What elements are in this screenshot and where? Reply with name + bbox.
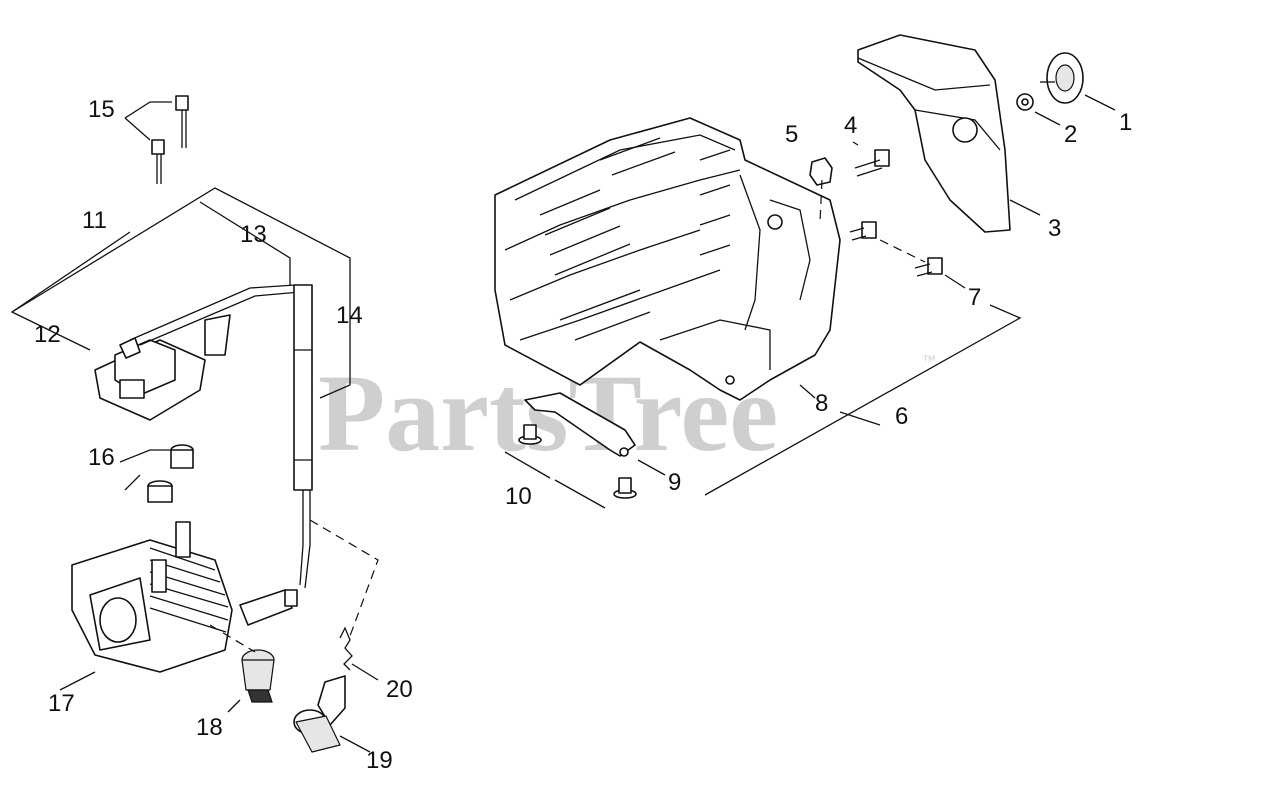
bolt-part-4[interactable] xyxy=(852,141,890,177)
callout-16[interactable]: 16 xyxy=(88,444,115,471)
washer-part-2[interactable] xyxy=(1016,93,1061,126)
callout-17[interactable]: 17 xyxy=(48,690,75,717)
callout-2[interactable]: 2 xyxy=(1064,121,1077,148)
guard-part-8[interactable] xyxy=(494,117,841,401)
callout-11[interactable]: 11 xyxy=(82,207,107,234)
cover-assembly xyxy=(494,34,1116,509)
callout-5[interactable]: 5 xyxy=(785,121,798,148)
callout-20[interactable]: 20 xyxy=(386,676,413,703)
bracket-part-9[interactable] xyxy=(524,392,666,476)
plug-cap-part-19[interactable] xyxy=(293,675,371,753)
callout-3[interactable]: 3 xyxy=(1048,215,1061,242)
spring-part-20[interactable] xyxy=(309,519,379,681)
knob-part-1[interactable] xyxy=(1040,52,1116,111)
bolt-part-7[interactable] xyxy=(849,221,966,289)
ignition-coil-part-12[interactable] xyxy=(94,284,301,421)
spark-plug-lead-part-14[interactable] xyxy=(239,284,313,626)
spacer-part-16[interactable] xyxy=(119,444,194,503)
callout-7[interactable]: 7 xyxy=(968,284,981,311)
cover-part-3[interactable] xyxy=(857,34,1041,233)
callout-14[interactable]: 14 xyxy=(336,302,363,329)
callout-labels: 1 2 3 4 5 6 7 8 9 10 11 12 13 14 15 16 1… xyxy=(34,96,1132,774)
callout-9[interactable]: 9 xyxy=(668,469,681,496)
callout-19[interactable]: 19 xyxy=(366,747,393,774)
callout-12[interactable]: 12 xyxy=(34,321,61,348)
callout-13[interactable]: 13 xyxy=(240,221,267,248)
nut-part-5[interactable] xyxy=(809,157,833,223)
watermark-trademark: ™ xyxy=(922,352,936,368)
callout-6[interactable]: 6 xyxy=(895,403,908,430)
bolt-part-15[interactable] xyxy=(124,95,189,184)
callout-4[interactable]: 4 xyxy=(844,112,857,139)
spark-plug-part-18[interactable] xyxy=(209,624,275,713)
screw-part-10[interactable] xyxy=(504,424,637,509)
callout-15[interactable]: 15 xyxy=(88,96,115,123)
callout-10[interactable]: 10 xyxy=(505,483,532,510)
ignition-assembly xyxy=(10,95,379,753)
callout-1[interactable]: 1 xyxy=(1119,109,1132,136)
cylinder-part-17[interactable] xyxy=(59,521,233,691)
callout-8[interactable]: 8 xyxy=(815,390,828,417)
callout-18[interactable]: 18 xyxy=(196,714,223,741)
